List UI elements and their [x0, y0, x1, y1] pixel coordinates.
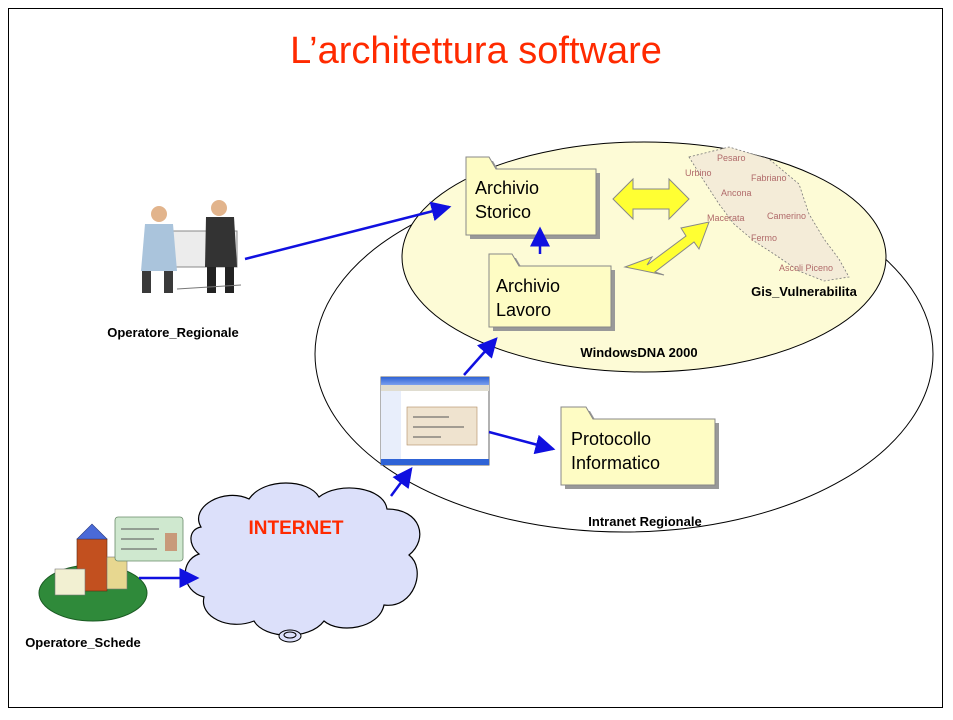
internet-label: INTERNET	[249, 518, 344, 539]
map-town-label: Ascoli Piceno	[779, 263, 833, 273]
arrow-internet-to-web	[389, 466, 413, 497]
archivio-storico-label-2: Storico	[475, 202, 531, 222]
map-town-label: Ancona	[721, 188, 752, 198]
protocollo-label-1: Protocollo	[571, 429, 651, 449]
web-app-screenshot	[380, 376, 490, 466]
gis-label: Gis_Vulnerabilita	[751, 284, 857, 299]
arrow-web-to-protocollo	[488, 430, 556, 455]
intranet-label: Intranet Regionale	[588, 514, 701, 529]
archivio-storico-label-1: Archivio	[475, 178, 539, 198]
sync-arrow-lavoro-gis	[623, 221, 710, 276]
arrow-web-to-lavoro	[463, 337, 498, 376]
windowsdna-label: WindowsDNA 2000	[580, 345, 697, 360]
archivio-lavoro-label-1: Archivio	[496, 276, 560, 296]
protocollo-label-2: Informatico	[571, 453, 660, 473]
map-town-label: Fermo	[751, 233, 777, 243]
operatore-regionale-icon	[141, 200, 242, 293]
map-town-label: Camerino	[767, 211, 806, 221]
cloud-bubble	[278, 629, 302, 643]
archivio-lavoro-label-2: Lavoro	[496, 300, 551, 320]
operatore-schede-icon	[38, 516, 184, 622]
sync-arrow-storico-gis	[612, 177, 690, 221]
slide: L’architettura software Intranet Regiona…	[8, 8, 943, 708]
operatore-schede-label: Operatore_Schede	[25, 635, 141, 650]
map-town-label: Macerata	[707, 213, 745, 223]
map-town-label: Pesaro	[717, 153, 746, 163]
cloud-bubble-inner	[283, 631, 297, 639]
archivio-lavoro-folder: Archivio Lavoro	[488, 253, 615, 331]
archivio-storico-folder: Archivio Storico	[465, 156, 600, 239]
page-title: L’architettura software	[290, 30, 662, 72]
map-town-label: Fabriano	[751, 173, 787, 183]
operatore-regionale-label: Operatore_Regionale	[107, 325, 239, 340]
map-town-label: Urbino	[685, 168, 712, 178]
protocollo-folder: Protocollo Informatico	[560, 406, 719, 489]
arrow-regionale-to-storico	[244, 201, 452, 261]
internet-cloud	[184, 482, 421, 636]
architecture-diagram: L’architettura software Intranet Regiona…	[25, 30, 934, 650]
